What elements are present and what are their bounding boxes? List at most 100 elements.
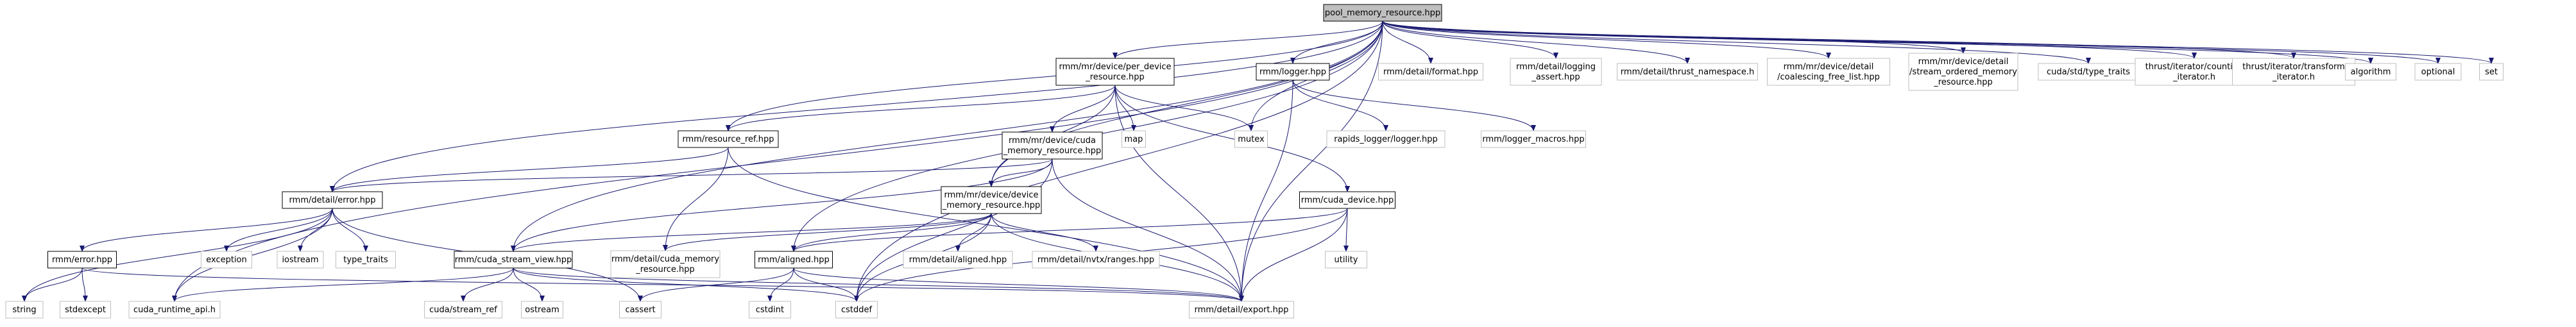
node-label: rmm/mr/device/per_device	[1059, 62, 1171, 72]
edge-root-to-transform-iter	[1382, 21, 2296, 59]
graph-node-string: string	[5, 301, 44, 319]
edge-root-to-type-traits-cuda	[1382, 21, 2091, 64]
node-label: _iterator.h	[2172, 72, 2215, 82]
node-box	[2038, 63, 2139, 81]
node-box	[1189, 301, 1294, 319]
node-box	[1299, 191, 1395, 209]
graph-node-type-traits: type_traits	[336, 251, 396, 269]
node-label: rmm/cuda_stream_view.hpp	[455, 255, 572, 265]
graph-node-detail-logging-assert: rmm/detail/logging_assert.hpp	[1510, 58, 1602, 86]
node-box	[1481, 130, 1586, 148]
graph-node-resource-ref[interactable]: rmm/resource_ref.hpp	[678, 130, 779, 148]
node-label: _resource.hpp	[1085, 72, 1145, 82]
graph-node-cuda-device[interactable]: rmm/cuda_device.hpp	[1299, 191, 1395, 209]
node-box	[521, 301, 563, 319]
node-label: rmm/logger.hpp	[1259, 67, 1326, 77]
edge-resource-ref-to-detail-error	[330, 147, 729, 192]
node-box	[5, 301, 44, 319]
node-label: rapids_logger/logger.hpp	[1334, 135, 1438, 144]
edge-cuda-stream-view-to-detail-export	[513, 267, 1244, 302]
node-box	[2345, 63, 2396, 81]
node-label: _resource.hpp	[1933, 78, 1993, 87]
graph-node-aligned[interactable]: rmm/aligned.hpp	[755, 251, 833, 269]
edge-per-device-to-detail-export	[1114, 85, 1244, 302]
node-box	[424, 301, 502, 319]
node-label: map	[1125, 135, 1143, 144]
node-label: rmm/detail/error.hpp	[289, 196, 376, 205]
edge-root-to-set	[1382, 21, 2494, 64]
graph-node-detail-aligned: rmm/detail/aligned.hpp	[903, 251, 1013, 269]
graph-node-set: set	[2479, 63, 2503, 81]
node-box	[2479, 63, 2503, 81]
edge-device-mem-res-to-cuda-stream-view	[511, 213, 992, 252]
node-box	[336, 251, 396, 269]
node-label: rmm/detail/aligned.hpp	[909, 255, 1007, 265]
node-box	[282, 191, 383, 209]
graph-node-iostream: iostream	[277, 251, 324, 269]
node-label: _memory_resource.hpp	[942, 201, 1040, 210]
node-box	[1378, 63, 1483, 81]
edge-error-to-detail-export	[81, 267, 1244, 302]
node-box	[1002, 131, 1103, 160]
node-label: thrust/iterator/transform	[2242, 62, 2345, 72]
node-label: _iterator.h	[2272, 72, 2315, 82]
graph-node-cuda-stream-ref: cuda/stream_ref	[424, 301, 502, 319]
graph-node-map: map	[1122, 130, 1146, 148]
graph-node-device-mem-res[interactable]: rmm/mr/device/device_memory_resource.hpp	[941, 186, 1042, 214]
node-label: utility	[1335, 255, 1358, 265]
graph-node-mutex: mutex	[1234, 130, 1268, 148]
edge-cuda-mem-res-to-detail-error	[330, 158, 1053, 192]
graph-node-logger[interactable]: rmm/logger.hpp	[1256, 63, 1330, 81]
node-box	[1122, 130, 1146, 148]
graph-node-root[interactable]: pool_memory_resource.hpp	[1323, 4, 1442, 22]
edge-root-to-per-device	[1113, 21, 1383, 59]
edge-aligned-to-detail-export	[793, 267, 1244, 302]
edges-layer	[22, 21, 2494, 302]
node-label: rmm/mr/device/detail	[1784, 62, 1874, 72]
edge-detail-error-to-error	[80, 208, 333, 252]
graph-node-logger-macros: rmm/logger_macros.hpp	[1481, 130, 1586, 148]
edge-aligned-to-cstdint	[767, 267, 794, 302]
node-label: cuda/std/type_traits	[2047, 67, 2130, 77]
edge-cuda-device-to-detail-export	[1239, 208, 1348, 302]
graph-node-thrust-namespace: rmm/detail/thrust_namespace.h	[1617, 63, 1758, 81]
node-label: cuda/stream_ref	[429, 305, 497, 315]
graph-node-nvtx-ranges: rmm/detail/nvtx/ranges.hpp	[1032, 251, 1160, 269]
node-box	[1323, 4, 1442, 22]
edge-aligned-to-cassert	[638, 267, 794, 302]
graph-node-error[interactable]: rmm/error.hpp	[47, 251, 117, 269]
edge-error-to-stdexcept	[81, 267, 88, 302]
edge-cuda-stream-view-to-ostream	[513, 267, 545, 302]
edge-per-device-to-cuda-mem-res	[1050, 85, 1116, 133]
node-label: _memory_resource.hpp	[1003, 146, 1101, 156]
graph-node-cuda-mem-res[interactable]: rmm/mr/device/cuda_memory_resource.hpp	[1002, 131, 1103, 160]
edge-error-to-string	[22, 267, 83, 302]
graph-node-cassert: cassert	[619, 301, 661, 319]
node-box	[755, 251, 833, 269]
edge-root-to-detail-logging-assert	[1382, 21, 1558, 59]
node-box	[1908, 53, 2018, 91]
graph-node-per-device[interactable]: rmm/mr/device/per_device_resource.hpp	[1055, 58, 1175, 86]
node-label: cstddef	[841, 305, 873, 315]
graph-node-coalescing: rmm/mr/device/detail/coalescing_free_lis…	[1767, 58, 1890, 86]
graph-node-optional: optional	[2414, 63, 2462, 81]
node-label: optional	[2421, 67, 2455, 77]
node-box	[2414, 63, 2462, 81]
edge-per-device-to-cuda-device	[1114, 85, 1350, 192]
node-box	[201, 251, 252, 269]
graph-node-detail-error[interactable]: rmm/detail/error.hpp	[282, 191, 383, 209]
graph-node-type-traits-cuda: cuda/std/type_traits	[2038, 63, 2139, 81]
node-label: cuda_runtime_api.h	[133, 305, 216, 315]
graph-node-ostream: ostream	[521, 301, 563, 319]
node-label: rmm/detail/export.hpp	[1195, 305, 1289, 315]
graph-node-cuda-stream-view[interactable]: rmm/cuda_stream_view.hpp	[454, 251, 573, 269]
node-label: rmm/mr/device/detail	[1918, 57, 2009, 67]
edge-per-device-to-map	[1114, 85, 1136, 131]
edge-root-to-detail-export	[1239, 21, 1383, 302]
node-label: _assert.hpp	[1531, 72, 1580, 82]
node-label: stdexcept	[65, 305, 106, 315]
edge-root-to-detail-format	[1382, 21, 1433, 64]
node-box	[610, 250, 721, 278]
edge-cuda-device-to-aligned	[791, 208, 1348, 252]
node-label: _resource.hpp	[635, 265, 695, 274]
